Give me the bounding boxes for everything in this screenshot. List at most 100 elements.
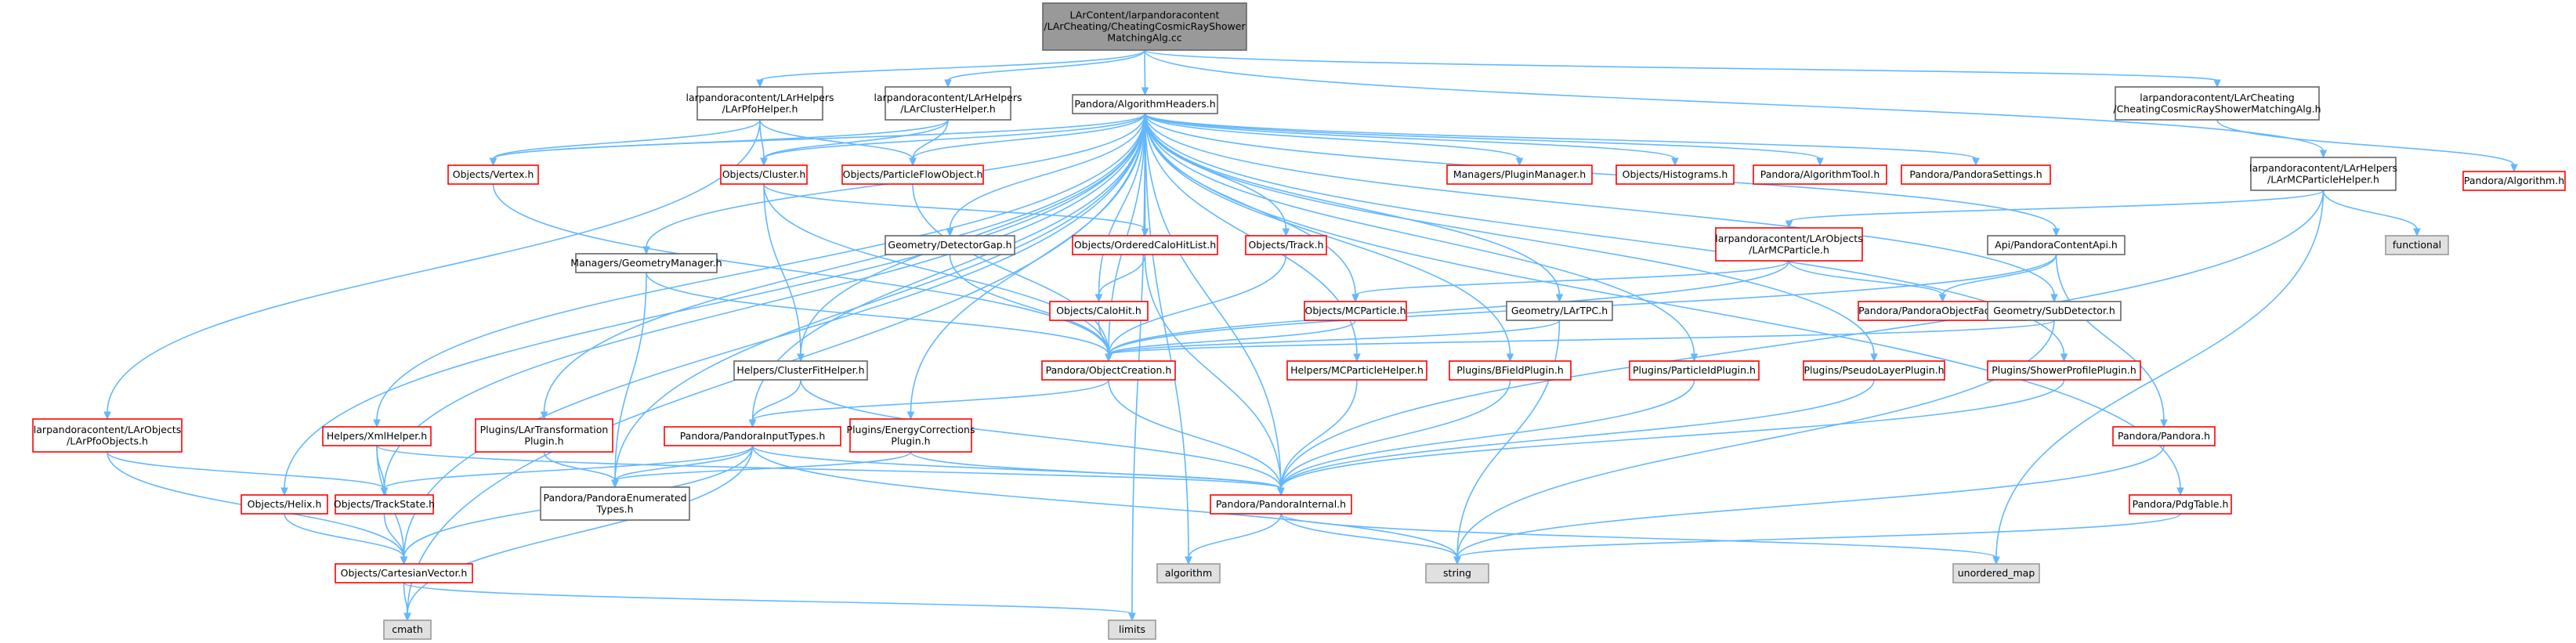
node-label-line: /LArMCParticle.h: [1749, 244, 1829, 255]
node-detgap[interactable]: Geometry/DetectorGap.h: [885, 235, 1015, 255]
node-mcphelperplain[interactable]: Helpers/MCParticleHelper.h: [1286, 360, 1427, 381]
edge-helix-to-cartvec: [284, 513, 408, 565]
node-internal[interactable]: Pandora/PandoraInternal.h: [1210, 494, 1352, 515]
node-algorithm_h[interactable]: Pandora/Algorithm.h: [2462, 171, 2566, 191]
edge-trackstate-to-cartvec: [383, 513, 408, 565]
node-label-line: Plugins/LArTransformation: [480, 424, 609, 435]
node-label-line: /LArClusterHelper.h: [900, 103, 996, 114]
node-clusterhelper[interactable]: larpandoracontent/LArHelpers/LArClusterH…: [874, 86, 1022, 121]
node-larpfoobjects[interactable]: larpandoracontent/LArObjects/LArPfoObjec…: [32, 418, 183, 453]
node-inputtypes[interactable]: Pandora/PandoraInputTypes.h: [664, 426, 841, 446]
node-geomgr[interactable]: Managers/GeometryManager.h: [570, 253, 722, 273]
node-ordcalo[interactable]: Objects/OrderedCaloHitList.h: [1072, 235, 1218, 255]
node-clusterfit[interactable]: Helpers/ClusterFitHelper.h: [733, 360, 868, 381]
edge-subdet-to-string_std: [1453, 320, 2055, 565]
node-box: [447, 164, 539, 185]
node-lartpc[interactable]: Geometry/LArTPC.h: [1506, 301, 1613, 321]
node-box: [1304, 301, 1407, 321]
node-cmath: cmath: [383, 620, 432, 640]
node-box: [1072, 235, 1218, 255]
edge-energycorr-to-enumtypes: [611, 451, 912, 489]
edge-contentapi-to-objfactories: [1938, 254, 2057, 303]
node-label-line: Pandora/PandoraObjectFactories.h: [1858, 305, 2027, 316]
edge-ordcalo-to-calohit: [1094, 254, 1146, 303]
node-xmlhelper[interactable]: Helpers/XmlHelper.h: [322, 426, 432, 446]
node-histograms[interactable]: Objects/Histograms.h: [1615, 164, 1735, 185]
node-pdgtable[interactable]: Pandora/PdgTable.h: [2129, 494, 2232, 515]
node-track[interactable]: Objects/Track.h: [1245, 235, 1327, 255]
edge-cartvec-to-cmath: [403, 582, 411, 622]
node-box: [1629, 360, 1760, 381]
edge-larmcp-to-objfactories: [1788, 260, 1947, 303]
node-trackstate[interactable]: Objects/TrackState.h: [334, 494, 435, 515]
node-bfield[interactable]: Plugins/BFieldPlugin.h: [1449, 360, 1572, 381]
node-mcphelper[interactable]: larpandoracontent/LArHelpers/LArMCPartic…: [2249, 157, 2397, 191]
node-label-line: /LArMCParticleHelper.h: [2267, 173, 2379, 185]
node-label-line: Helpers/ClusterFitHelper.h: [736, 364, 864, 376]
node-pfohelper[interactable]: larpandoracontent/LArHelpers/LArPfoHelpe…: [686, 86, 834, 121]
node-box: [733, 360, 868, 381]
edge-inputtypes-to-enumtypes: [611, 445, 754, 489]
node-label-line: Managers/PluginManager.h: [1453, 168, 1586, 180]
edge-algheaders-to-xmlhelper: [373, 113, 1146, 428]
node-objcreation[interactable]: Pandora/ObjectCreation.h: [1041, 360, 1176, 381]
edge-algheaders-to-bfield: [1144, 113, 1514, 363]
node-box: [335, 494, 434, 515]
node-larmcp[interactable]: larpandoracontent/LArObjects/LArMCPartic…: [1715, 227, 1863, 262]
edge-cheatalg_h-to-algorithm_h: [2216, 119, 2518, 173]
node-label-line: Objects/Helix.h: [248, 498, 322, 510]
edge-algheaders-to-algtool: [1144, 113, 1824, 167]
node-pluginmgr[interactable]: Managers/PluginManager.h: [1446, 164, 1593, 185]
node-particleid[interactable]: Plugins/ParticleIdPlugin.h: [1629, 360, 1760, 381]
node-box: [32, 418, 183, 453]
node-pseudolayer[interactable]: Plugins/PseudoLayerPlugin.h: [1803, 360, 1945, 381]
node-settings[interactable]: Pandora/PandoraSettings.h: [1901, 164, 2051, 185]
node-box: [241, 494, 328, 515]
edge-pdgtable-to-string_std: [1453, 513, 2181, 565]
node-cluster[interactable]: Objects/Cluster.h: [720, 164, 808, 185]
node-box: [1245, 235, 1327, 255]
node-label-line: Pandora/AlgorithmTool.h: [1760, 168, 1880, 180]
node-helix[interactable]: Objects/Helix.h: [241, 494, 328, 515]
node-calohit[interactable]: Objects/CaloHit.h: [1049, 301, 1149, 321]
node-box: [885, 86, 1011, 121]
node-label-line: Api/PandoraContentApi.h: [1995, 239, 2118, 251]
node-label-line: larpandoracontent/LArObjects: [34, 424, 181, 435]
node-box: [1952, 563, 2040, 583]
node-pandora_h[interactable]: Pandora/Pandora.h: [2112, 426, 2216, 446]
edge-root-to-clusterhelper: [944, 49, 1145, 89]
node-showerprofile[interactable]: Plugins/ShowerProfilePlugin.h: [1987, 360, 2141, 381]
node-box: [1108, 620, 1156, 640]
node-box: [1210, 494, 1352, 515]
node-box: [1049, 301, 1149, 321]
edge-bfield-to-internal: [1277, 379, 1511, 497]
node-label-line: LArContent/larpandoracontent: [1070, 9, 1220, 21]
node-label-line: MatchingAlg.cc: [1107, 32, 1181, 44]
node-label-line: Pandora/PandoraEnumerated: [543, 492, 686, 504]
node-pfo[interactable]: Objects/ParticleFlowObject.h: [841, 164, 984, 185]
node-unordered: unordered_map: [1952, 563, 2040, 583]
node-label-line: Plugin.h: [891, 435, 930, 446]
node-contentapi[interactable]: Api/PandoraContentApi.h: [1987, 235, 2126, 255]
node-vertex[interactable]: Objects/Vertex.h: [447, 164, 539, 185]
node-label-line: /CheatingCosmicRayShowerMatchingAlg.h: [2113, 103, 2321, 114]
node-subdet[interactable]: Geometry/SubDetector.h: [1987, 301, 2122, 321]
node-mcparticle[interactable]: Objects/MCParticle.h: [1304, 301, 1407, 321]
node-algheaders[interactable]: Pandora/AlgorithmHeaders.h: [1072, 94, 1218, 114]
node-label-line: Helpers/MCParticleHelper.h: [1290, 364, 1424, 376]
node-algtool[interactable]: Pandora/AlgorithmTool.h: [1753, 164, 1887, 185]
edge-layer: [103, 49, 2518, 622]
node-label-line: Objects/Histograms.h: [1623, 168, 1728, 180]
node-label-line: Objects/CartesianVector.h: [341, 567, 468, 579]
node-label-line: /LArPfoObjects.h: [67, 435, 148, 446]
node-cartvec[interactable]: Objects/CartesianVector.h: [335, 563, 473, 583]
node-box: [1156, 563, 1221, 583]
node-box: [1449, 360, 1572, 381]
node-label-line: Pandora/Pandora.h: [2118, 430, 2210, 442]
node-box: [2385, 235, 2449, 255]
node-label-line: larpandoracontent/LArHelpers: [686, 92, 834, 103]
node-cheatalg_h[interactable]: larpandoracontent/LArCheating/CheatingCo…: [2113, 86, 2321, 121]
